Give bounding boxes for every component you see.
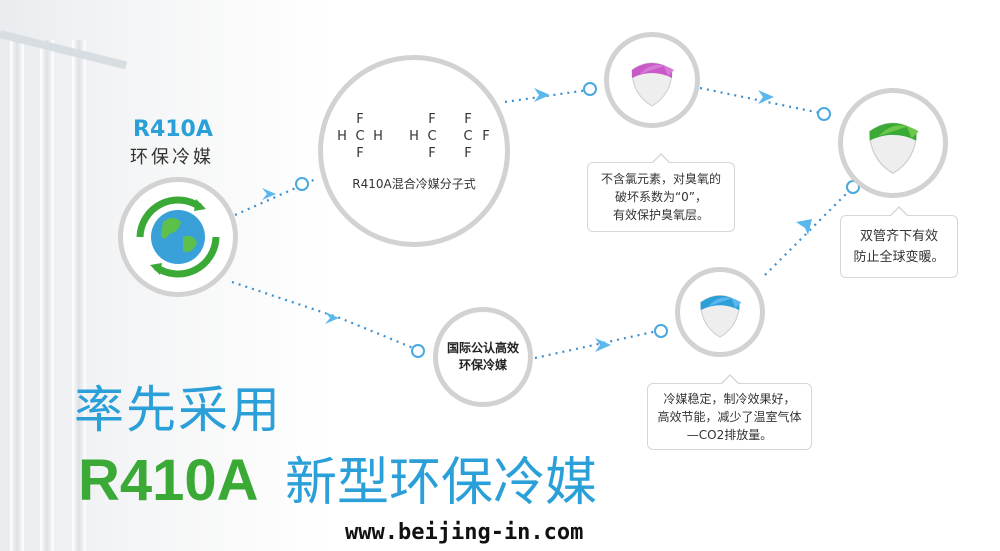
blue-shield-icon (700, 295, 742, 338)
callout-text: 高效节能，减少了温室气体 (657, 409, 802, 424)
callout-text: 有效保护臭氧层。 (612, 208, 709, 222)
node-dot (295, 177, 309, 191)
green-circle (838, 88, 948, 198)
formula-atom (387, 145, 405, 162)
node-dot (654, 324, 668, 338)
chevron-right-icon (325, 312, 339, 324)
node-line1: 国际公认高效 (446, 341, 519, 355)
formula-atom (387, 111, 405, 128)
node-dot (411, 344, 425, 358)
r410a-logo: R410A (78, 448, 259, 513)
formula-atom: F (428, 111, 436, 127)
badge-title: R410A (133, 117, 213, 142)
formula-atom (405, 145, 423, 162)
formula-atom: F (464, 145, 472, 161)
path-node-blue (534, 328, 663, 360)
formula-atom (477, 145, 495, 162)
node-dot (583, 82, 597, 96)
formula-atom (441, 111, 459, 128)
callout-text: 冷媒稳定，制冷效果好， (663, 391, 796, 406)
formula-atom (333, 111, 351, 128)
formula-atom (441, 128, 459, 145)
chevron-right-icon (796, 219, 812, 235)
formula-caption: R410A混合冷媒分子式 (352, 176, 476, 191)
chevron-right-icon (758, 90, 774, 104)
callout-ozone: 不含氯元素，对臭氧的 破坏系数为“0”， 有效保护臭氧层。 (587, 153, 735, 232)
formula-atom (369, 111, 387, 128)
callout-warming: 双管齐下有效 防止全球变暖。 (840, 206, 958, 278)
blue-circle (675, 267, 765, 357)
chevron-right-icon (534, 88, 550, 102)
headline-line1: 率先采用 (74, 381, 282, 439)
node-line2: 环保冷媒 (458, 358, 507, 372)
formula-atom: C (463, 128, 473, 144)
formula-atom: H (409, 128, 419, 144)
pink-shield-icon (631, 62, 674, 107)
formula-atom: F (482, 128, 490, 144)
curtain (72, 40, 86, 551)
callout-text: —CO2排放量。 (686, 427, 773, 442)
callout-efficiency: 冷媒稳定，制冷效果好， 高效节能，减少了温室气体 —CO2排放量。 (647, 374, 812, 450)
formula-atom: H (373, 128, 383, 144)
formula-atom (369, 145, 387, 162)
globe-recycle-icon (136, 196, 220, 278)
globe-circle (118, 177, 238, 297)
curtain (40, 40, 54, 551)
formula-atom (477, 111, 495, 128)
website-watermark: www.beijing-in.com (345, 520, 584, 545)
callout-text: 防止全球变暖。 (853, 249, 945, 265)
node-dot (817, 107, 831, 121)
green-shield-icon (869, 122, 919, 175)
callout-text: 双管齐下有效 (859, 228, 938, 244)
formula-atom (441, 145, 459, 162)
formula-atom (387, 128, 405, 145)
formula-atom: F (356, 111, 364, 127)
formula-atom (405, 111, 423, 128)
ozone-circle (604, 32, 700, 128)
recognized-circle: 国际公认高效 环保冷媒 (433, 307, 533, 407)
formula-atom: C (427, 128, 437, 144)
formula-atom (333, 145, 351, 162)
headline-line2: 新型环保冷媒 (285, 453, 598, 513)
chevron-right-icon (595, 338, 611, 352)
curtain (10, 40, 24, 551)
callout-text: 破坏系数为“0”， (614, 190, 708, 204)
formula-atom: C (355, 128, 365, 144)
chevron-right-icon (262, 188, 276, 200)
formula-atom: F (428, 145, 436, 161)
formula-atom: F (464, 111, 472, 127)
callout-text: 不含氯元素，对臭氧的 (600, 172, 721, 186)
formula-atom: F (356, 145, 364, 161)
path-globe-formula (234, 176, 319, 217)
badge-subtitle: 环保冷媒 (130, 147, 214, 168)
formula-atom: H (337, 128, 347, 144)
path-globe-node (231, 280, 419, 352)
